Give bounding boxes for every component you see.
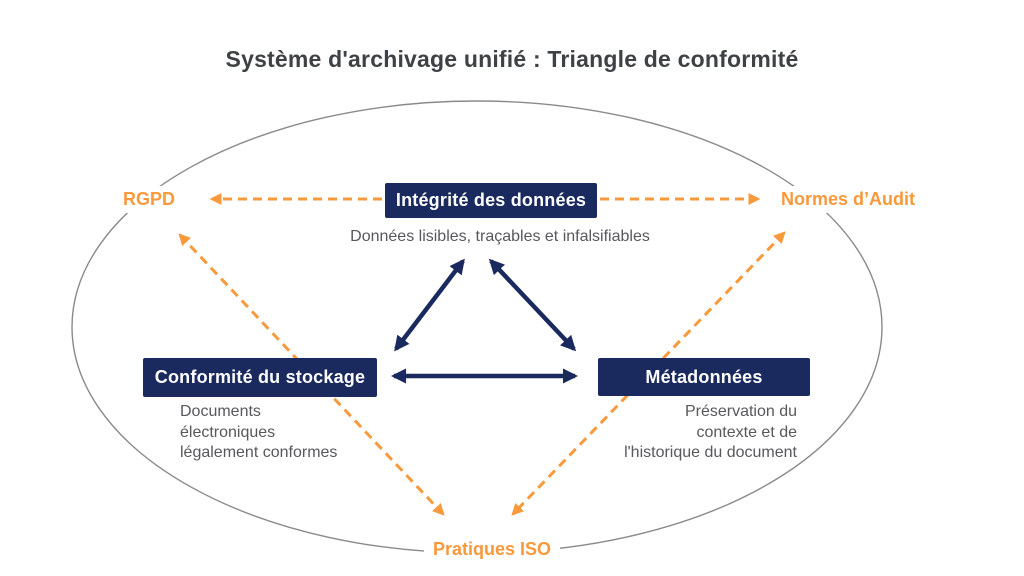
node-metadata-label: Métadonnées [645,366,763,387]
node-data-integrity-label: Intégrité des données [395,190,587,210]
node-storage-compliance-description: Documents électroniques légalement confo… [180,403,338,461]
arrow-rgpd-to-iso [178,233,445,516]
boundary-ellipse [71,100,883,554]
node-storage-compliance-label: Conformité du stockage [154,367,366,387]
anchor-normes-audit: Normes d’Audit [772,186,925,213]
node-data-integrity-description: Données lisibles, traçables et infalsifi… [350,228,650,245]
page-title: Système d'archivage unifié : Triangle de… [225,46,799,72]
anchor-pratiques-iso: Pratiques ISO [424,536,561,563]
node-metadata-description: Préservation du contexte et de l'histori… [624,403,797,461]
node-metadata: Métadonnées [598,358,810,396]
node-data-integrity: Intégrité des données [385,183,597,218]
anchor-rgpd: RGPD [114,186,185,213]
arrow-integrity-metadata [488,258,577,352]
arrow-storage-integrity [394,258,465,352]
node-storage-compliance: Conformité du stockage [143,358,377,397]
